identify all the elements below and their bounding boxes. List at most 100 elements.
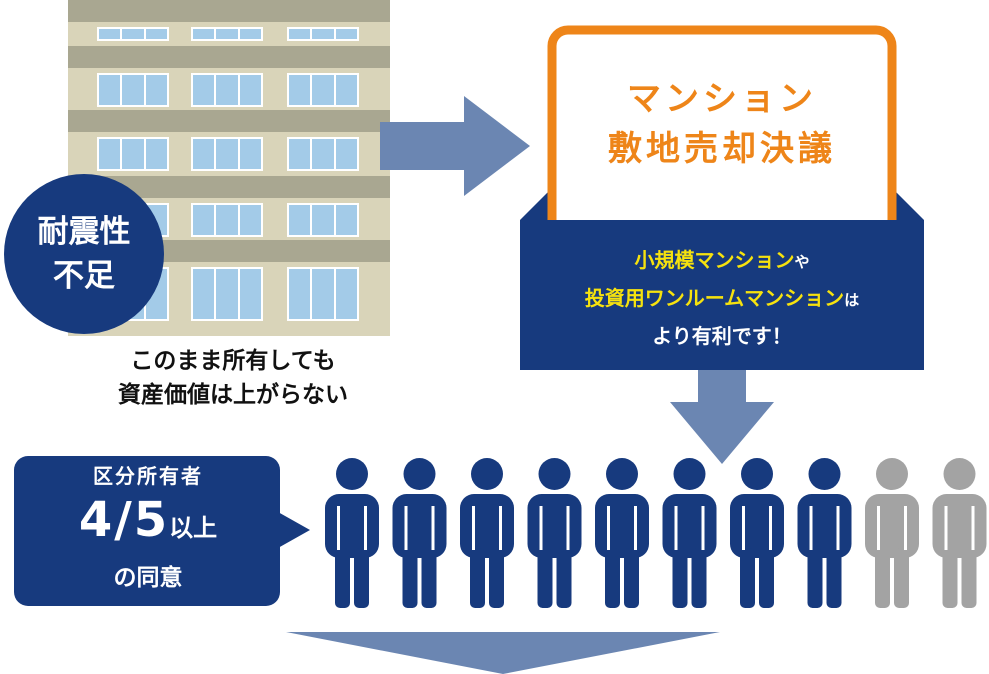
owner-arm-gap <box>836 506 840 550</box>
owner-leg <box>421 548 437 608</box>
owner-torso <box>460 494 514 558</box>
owner-head <box>741 458 773 490</box>
owner-torso <box>797 494 852 558</box>
owner-arm-gap <box>364 506 367 550</box>
owner-head <box>943 458 976 490</box>
window <box>191 203 263 237</box>
owner-consenting-icon <box>392 458 447 608</box>
owner-consenting-icon <box>730 458 784 608</box>
owner-torso <box>932 494 987 558</box>
window <box>97 73 169 107</box>
caption-line2: 資産価値は上がらない <box>118 382 348 408</box>
window <box>97 137 169 171</box>
building-caption: このまま所有しても 資産価値は上がらない <box>60 344 406 412</box>
owner-torso <box>325 494 379 558</box>
owner-arm-gap <box>539 506 543 550</box>
consent-fraction: 4/5 <box>78 492 170 548</box>
arrow-down <box>670 370 774 464</box>
note-line1-main: 小規模マンション <box>634 248 795 272</box>
owner-leg <box>335 548 350 608</box>
owner-leg <box>402 548 418 608</box>
window <box>97 27 169 41</box>
owner-leg <box>537 548 553 608</box>
owner-arm-gap <box>607 506 610 550</box>
owner-arm-gap <box>944 506 948 550</box>
owner-head <box>808 458 841 490</box>
owner-not-consenting-icon <box>932 458 987 608</box>
owner-consenting-icon <box>527 458 582 608</box>
owner-consenting-icon <box>460 458 514 608</box>
owner-leg <box>942 548 958 608</box>
owners-row <box>325 458 987 608</box>
resolution-title-line2: 敷地売却決議 <box>608 129 836 169</box>
owner-head <box>673 458 706 490</box>
owner-leg <box>624 548 639 608</box>
window <box>191 27 263 41</box>
owner-head <box>471 458 503 490</box>
seismic-badge: 耐震性 不足 <box>4 174 164 334</box>
window <box>191 73 263 107</box>
owner-arm-gap <box>701 506 705 550</box>
owner-arm-gap <box>472 506 475 550</box>
owner-arm-gap <box>431 506 435 550</box>
owner-arm-gap <box>809 506 813 550</box>
owner-arm-gap <box>404 506 408 550</box>
consent-line1: 区分所有者 <box>93 464 203 488</box>
note-line2: 投資用ワンルームマンションは <box>522 280 922 318</box>
window <box>287 137 359 171</box>
owner-arm-gap <box>499 506 502 550</box>
owner-leg <box>489 548 504 608</box>
floor-slab <box>68 0 390 22</box>
owner-head <box>336 458 368 490</box>
note-line3: より有利です！ <box>652 324 792 348</box>
owner-arm-gap <box>877 506 880 550</box>
window <box>191 267 263 321</box>
floor-slab <box>68 176 390 198</box>
owner-head <box>876 458 908 490</box>
window <box>287 73 359 107</box>
owner-leg <box>672 548 688 608</box>
owner-arm-gap <box>904 506 907 550</box>
owner-torso <box>662 494 717 558</box>
consent-text: 区分所有者 4/5以上 の同意 <box>16 458 280 594</box>
owner-torso <box>527 494 582 558</box>
consent-line3: の同意 <box>113 565 183 591</box>
window <box>287 203 359 237</box>
note-line1: 小規模マンションや <box>522 242 922 280</box>
owner-leg <box>556 548 572 608</box>
floor-slab <box>68 110 390 132</box>
owner-arm-gap <box>566 506 570 550</box>
arrow-right <box>380 96 530 196</box>
owner-consenting-icon <box>662 458 717 608</box>
envelope-flap-right <box>896 192 924 220</box>
note-line1-suffix: や <box>794 253 810 271</box>
owner-leg <box>605 548 620 608</box>
owner-torso <box>865 494 919 558</box>
callout-pointer <box>278 512 310 548</box>
owner-torso <box>730 494 784 558</box>
owner-arm-gap <box>674 506 678 550</box>
resolution-title: マンション 敷地売却決議 <box>574 74 870 174</box>
window <box>287 267 359 321</box>
window <box>191 137 263 171</box>
owner-arm-gap <box>769 506 772 550</box>
owner-leg <box>691 548 707 608</box>
owner-head <box>606 458 638 490</box>
owner-head <box>403 458 436 490</box>
owner-torso <box>595 494 649 558</box>
resolution-title-line1: マンション <box>627 79 817 119</box>
consent-line2: 4/5以上 <box>16 494 280 562</box>
note-line2-main: 投資用ワンルームマンション <box>584 286 845 310</box>
owner-arm-gap <box>634 506 637 550</box>
owner-leg <box>470 548 485 608</box>
owner-leg <box>961 548 977 608</box>
owner-arm-gap <box>971 506 975 550</box>
note-line2-suffix: は <box>844 291 860 309</box>
owner-head <box>538 458 571 490</box>
owner-not-consenting-icon <box>865 458 919 608</box>
owner-consenting-icon <box>595 458 649 608</box>
caption-line1: このまま所有しても <box>130 348 336 374</box>
badge-line1: 耐震性 <box>37 214 131 250</box>
owner-consenting-icon <box>325 458 379 608</box>
